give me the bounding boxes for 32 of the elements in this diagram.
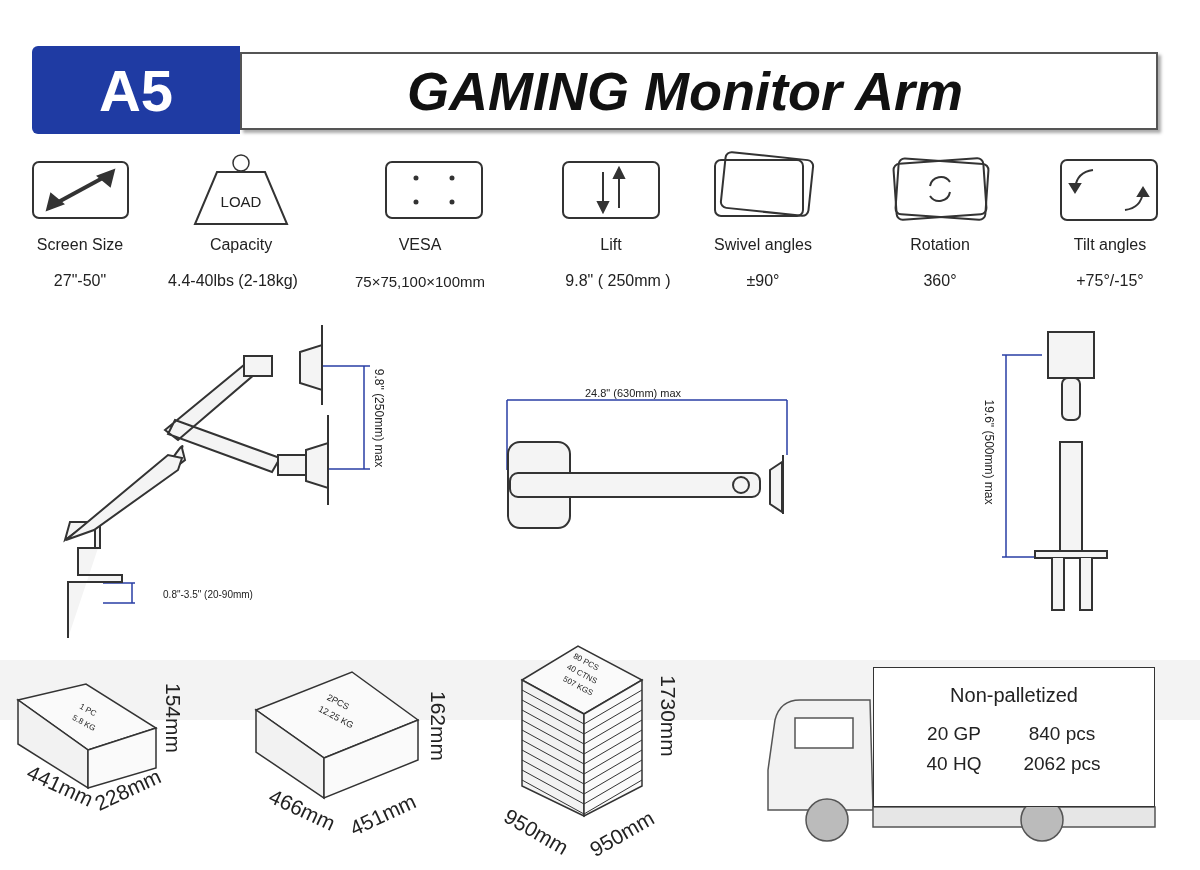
dimension-label: 19.6" (500mm) max xyxy=(982,399,996,505)
table-cell: 40 HQ xyxy=(926,753,982,775)
title: GAMING Monitor Arm xyxy=(407,60,963,122)
spec-value: 75×75,100×100mm xyxy=(354,272,486,290)
spec-value: ±90° xyxy=(746,272,780,290)
carton-text: 1 PC xyxy=(78,701,98,719)
spec-label: Tilt angles xyxy=(1073,236,1147,254)
spec-label: Swivel angles xyxy=(714,236,812,254)
shipping-panel xyxy=(873,667,1155,807)
dimension-label: 451mm xyxy=(346,789,420,841)
spec-value: 360° xyxy=(923,272,957,290)
panel-heading: Non-palletized xyxy=(950,683,1078,707)
dimension-label: 162mm xyxy=(426,691,450,761)
dimension-label: 9.8" (250mm) max xyxy=(372,368,386,468)
dimension-label: 1730mm xyxy=(656,675,680,757)
table-cell: 20 GP xyxy=(927,723,981,745)
model-number: A5 xyxy=(98,56,174,124)
spec-label: VESA xyxy=(398,236,442,254)
dimension-label: 0.8"-3.5" (20-90mm) xyxy=(163,588,253,600)
spec-label: Rotation xyxy=(910,236,970,254)
spec-label: Screen Size xyxy=(36,236,124,254)
spec-value: 4.4-40lbs (2-18kg) xyxy=(168,272,298,290)
spec-value: 27"-50" xyxy=(53,272,107,290)
table-cell: 2062 pcs xyxy=(1023,753,1101,775)
model-badge xyxy=(32,46,240,134)
dimension-label: 154mm xyxy=(161,683,185,753)
weight-text: LOAD xyxy=(220,193,262,210)
dimension-label: 24.8" (630mm) max xyxy=(584,387,682,399)
table-cell: 840 pcs xyxy=(1028,723,1096,745)
spec-value: +75°/-15° xyxy=(1076,272,1144,290)
spec-label: Lift xyxy=(600,236,622,254)
spec-value: 9.8" ( 250mm ) xyxy=(565,272,671,290)
